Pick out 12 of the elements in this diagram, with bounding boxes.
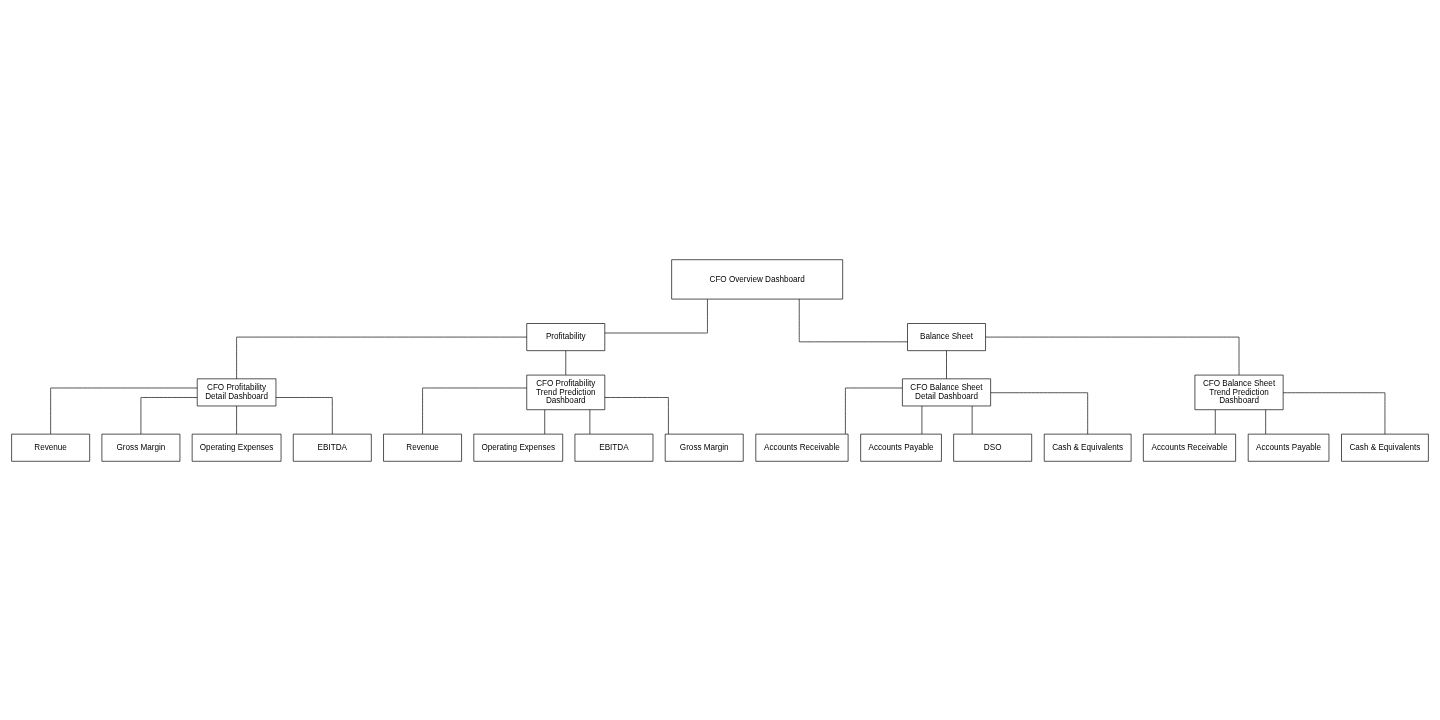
connector — [236, 405, 237, 434]
connector — [275, 396, 333, 434]
connector — [1282, 391, 1386, 434]
connector — [140, 396, 198, 434]
connector — [798, 298, 908, 342]
connector — [1265, 409, 1266, 434]
connector — [985, 336, 1240, 375]
connector — [236, 336, 528, 379]
connector — [604, 396, 669, 434]
connector — [990, 391, 1088, 434]
connector — [946, 349, 947, 379]
connector — [422, 387, 527, 434]
